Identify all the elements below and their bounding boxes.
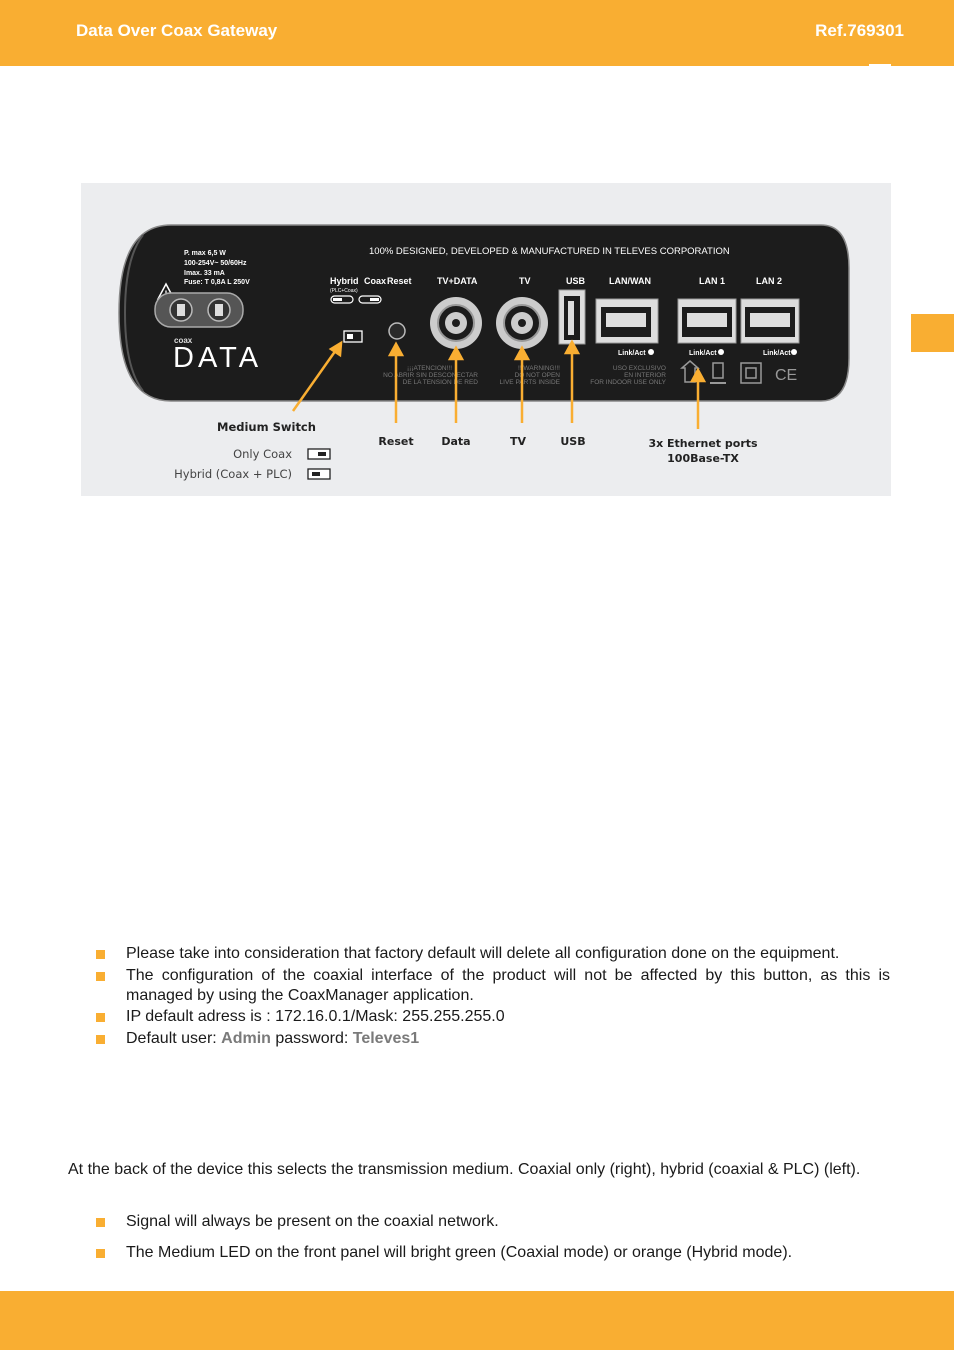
brand-logo: DATA — [173, 342, 262, 374]
reset-button — [388, 322, 406, 340]
document-title: Data Over Coax Gateway — [76, 21, 278, 40]
label-lan1: LAN 1 — [699, 276, 725, 286]
header-tick — [869, 64, 891, 67]
list-item: The Medium LED on the front panel will b… — [96, 1243, 890, 1263]
spec-line-2: 100-254V~ 50/60Hz — [184, 260, 247, 267]
ethernet-callout-1: 3x Ethernet ports — [648, 437, 758, 450]
weee-bin-icon — [712, 362, 724, 379]
manufacturer-banner: 100% DESIGNED, DEVELOPED & MANUFACTURED … — [369, 246, 730, 257]
medium-note-led: The Medium LED on the front panel will b… — [126, 1244, 793, 1261]
side-tab — [911, 314, 954, 352]
link-act-1: Link/Act — [618, 350, 646, 357]
label-hybrid-sub: (PLC+Coax) — [330, 288, 358, 294]
product-reference: Ref.769301 — [815, 21, 904, 40]
spec-line-3: Imax. 33 mA — [184, 270, 225, 277]
usb-callout: USB — [560, 435, 585, 448]
page-footer — [0, 1291, 954, 1350]
label-tv: TV — [519, 276, 531, 286]
link-act-2: Link/Act — [689, 350, 717, 357]
medium-list: Signal will always be present on the coa… — [96, 1212, 890, 1274]
spec-line-4: Fuse: T 0,8A L 250V — [184, 279, 250, 286]
default-user: Admin — [221, 1029, 271, 1047]
list-item: Signal will always be present on the coa… — [96, 1212, 890, 1232]
label-reset: Reset — [387, 276, 412, 286]
label-tv-data: TV+DATA — [437, 276, 478, 286]
warning-en-1: !!!WARNING!!! — [518, 365, 560, 372]
bullet-square-icon — [96, 1249, 105, 1258]
device-outline — [123, 234, 144, 392]
link-act-3: Link/Act — [763, 350, 791, 357]
device-rear-panel-figure: ! P. max 6,5 W 100-254V~ 50/60Hz Imax. 3… — [81, 183, 891, 496]
label-lan-wan: LAN/WAN — [609, 276, 651, 286]
medium-switch-arrow — [291, 349, 338, 412]
ethernet-callout-2: 100Base-TX — [667, 452, 739, 465]
note-factory-default: Please take into consideration that fact… — [126, 945, 840, 962]
indoor-1: USO EXCLUSIVO — [613, 365, 666, 372]
warning-en-3: LIVE PARTS INSIDE — [500, 379, 561, 386]
medium-switch-paragraph: At the back of the device this selects t… — [68, 1161, 861, 1178]
warning-es-2: NO ABRIR SIN DESCONECTAR — [383, 372, 478, 379]
indoor-2: EN INTERIOR — [624, 372, 666, 379]
ce-mark-icon: CE — [775, 367, 797, 384]
warning-es-1: ¡¡¡ATENCION!!! — [407, 365, 452, 372]
notes-list: Please take into consideration that fact… — [96, 944, 890, 1050]
list-item: The configuration of the coaxial interfa… — [96, 966, 890, 1006]
tv-callout: TV — [510, 435, 527, 448]
warning-es-3: DE LA TENSION DE RED — [403, 379, 479, 386]
default-password: Televes1 — [352, 1029, 420, 1047]
only-coax-label: Only Coax — [233, 447, 292, 461]
list-item: Please take into consideration that fact… — [96, 944, 890, 964]
device-body — [118, 224, 850, 402]
rear-panel-diagram: ! P. max 6,5 W 100-254V~ 50/60Hz Imax. 3… — [118, 224, 850, 481]
warning-en-2: DO NOT OPEN — [515, 372, 561, 379]
bullet-square-icon — [96, 1013, 105, 1022]
bullet-square-icon — [96, 950, 105, 959]
note-ip-default: IP default adress is : 172.16.0.1/Mask: … — [126, 1008, 505, 1025]
bullet-square-icon — [96, 1218, 105, 1227]
brand-small: coax — [174, 336, 193, 345]
reset-callout: Reset — [378, 435, 413, 448]
medium-switch-label: Medium Switch — [217, 420, 316, 434]
note-coax-interface: The configuration of the coaxial interfa… — [126, 966, 890, 1004]
double-insulation-icon — [740, 362, 762, 384]
label-hybrid: Hybrid — [330, 276, 359, 286]
label-lan2: LAN 2 — [756, 276, 782, 286]
note-credentials-mid: password: — [270, 1029, 353, 1047]
list-item: Default user: Admin password: Televes1 — [96, 1029, 890, 1049]
hybrid-label: Hybrid (Coax + PLC) — [174, 467, 292, 481]
medium-note-signal: Signal will always be present on the coa… — [126, 1213, 499, 1230]
list-item: IP default adress is : 172.16.0.1/Mask: … — [96, 1007, 890, 1027]
indoor-3: FOR INDOOR USE ONLY — [590, 379, 666, 386]
label-coax: Coax — [364, 276, 386, 286]
data-callout: Data — [441, 435, 470, 448]
spec-line-1: P. max 6,5 W — [184, 250, 226, 257]
bullet-square-icon — [96, 1034, 105, 1044]
page-header: Data Over Coax Gateway Ref.769301 — [0, 0, 954, 66]
bullet-square-icon — [96, 971, 105, 981]
note-credentials-prefix: Default user: — [126, 1029, 222, 1047]
label-usb: USB — [566, 276, 586, 286]
